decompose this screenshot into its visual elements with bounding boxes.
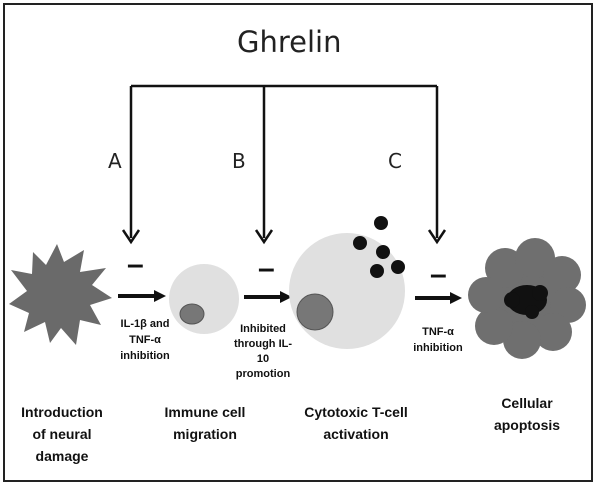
pathway-c-inhibition-sign: – xyxy=(430,258,447,291)
pathway-b-effect-line: Inhibited xyxy=(240,323,286,335)
pathway-b-effect-line: 10 xyxy=(256,353,270,365)
pathway-a-effect-line: TNF-α xyxy=(129,334,161,346)
neural-damage-starburst xyxy=(9,244,112,345)
pathway-c-effect-line: TNF-α xyxy=(422,326,454,338)
ghrelin-connector-lines xyxy=(129,84,439,238)
stage-t-cell-activation: Cytotoxic T-cell activation xyxy=(292,401,420,445)
t-cell-nucleus xyxy=(296,293,334,331)
stage-label-line: Introduction xyxy=(21,404,103,420)
stage-label-line: activation xyxy=(323,426,389,442)
pathway-c-effect-line: inhibition xyxy=(413,342,463,354)
stage-label-line: damage xyxy=(35,448,89,464)
arrowhead-b xyxy=(254,229,274,245)
stage-immune-migration: Immune cell migration xyxy=(152,401,258,445)
pathway-b-effect: Inhibited through IL- 10 promotion xyxy=(225,322,301,382)
stage-label-line: Immune cell xyxy=(164,404,246,420)
stage-neural-damage: Introduction of neural damage xyxy=(10,401,114,467)
stage-label-line: Cytotoxic T-cell xyxy=(304,404,408,420)
pathway-b-label: B xyxy=(232,149,246,173)
stage-label-line: of neural xyxy=(32,426,92,442)
stage-label-line: migration xyxy=(173,426,237,442)
pathway-b-inhibition-sign: – xyxy=(258,252,275,285)
stage-label-line: Cellular xyxy=(501,395,553,411)
immune-cell-nucleus xyxy=(179,303,205,325)
pathway-a-effect: IL-1β and TNF-α inhibition xyxy=(110,316,180,364)
diagram-frame xyxy=(3,3,593,482)
pathway-b-effect-line: promotion xyxy=(235,368,291,380)
diagram-title: Ghrelin xyxy=(237,25,342,59)
stage-apoptosis: Cellular apoptosis xyxy=(482,392,572,436)
pathway-c-label: C xyxy=(388,149,402,173)
arrow-head-1 xyxy=(154,290,166,302)
arrow-head-2 xyxy=(280,291,292,303)
stage-label-line: apoptosis xyxy=(493,417,561,433)
pathway-a-label: A xyxy=(108,149,122,173)
arrow-head-3 xyxy=(450,292,462,304)
pathway-c-effect: TNF-α inhibition xyxy=(405,324,471,356)
pathway-a-effect-line: IL-1β and xyxy=(120,318,170,330)
apoptotic-cell-core xyxy=(504,285,548,319)
arrowhead-a xyxy=(121,229,141,245)
pathway-a-effect-line: inhibition xyxy=(120,350,170,362)
cytotoxic-granules xyxy=(353,216,405,278)
pathway-a-inhibition-sign: – xyxy=(127,248,144,281)
pathway-b-effect-line: through IL- xyxy=(233,338,293,350)
arrowhead-c xyxy=(427,229,447,245)
